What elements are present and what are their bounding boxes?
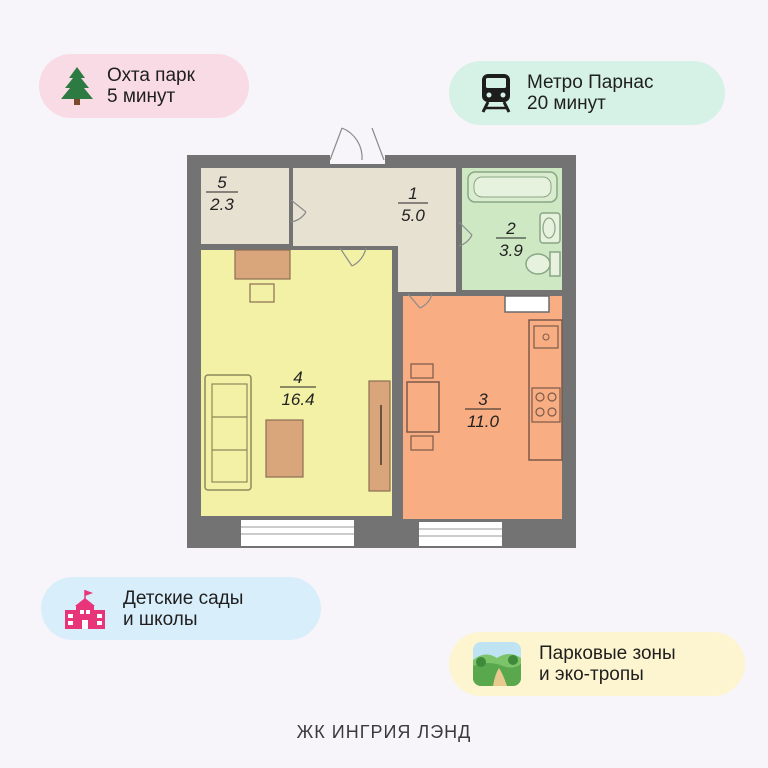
complex-name-title: ЖК ИНГРИЯ ЛЭНД <box>296 722 472 742</box>
school-building-icon <box>63 588 107 630</box>
room-area-5: 2.3 <box>209 195 234 214</box>
bathtub <box>467 171 558 203</box>
room-number-4: 4 <box>293 368 302 387</box>
room-number-2: 2 <box>505 219 516 238</box>
room-number-3: 3 <box>478 390 488 409</box>
room-5-storage <box>201 168 289 244</box>
schools-label-line1: Детские сады <box>123 587 244 609</box>
desk-with-chair <box>234 249 291 303</box>
room-label-4: 4 16.4 <box>280 368 316 409</box>
metro-parnas-badge: Метро Парнас 20 минут <box>449 61 725 125</box>
door-swings <box>290 127 473 309</box>
park-path-icon <box>473 642 521 686</box>
dining-table <box>406 363 440 451</box>
kitchen-counter <box>528 319 563 461</box>
pine-tree-icon <box>59 65 95 107</box>
room-area-1: 5.0 <box>401 206 425 225</box>
metro-parnas-label: Метро Парнас <box>527 72 654 93</box>
room-area-4: 16.4 <box>281 390 314 409</box>
room-label-1: 1 5.0 <box>398 184 428 225</box>
parks-badge: Парковые зоны и эко-тропы <box>449 632 745 696</box>
schools-label-line2: и школы <box>123 608 198 630</box>
sofa <box>204 374 252 491</box>
room-1-hallway-lower <box>398 244 456 292</box>
room-area-3: 11.0 <box>467 412 499 431</box>
kitchen-window <box>419 522 502 546</box>
parks-label-line2: и эко-тропы <box>539 664 644 685</box>
schools-badge: Детские сады и школы <box>41 577 321 640</box>
room-label-3: 3 11.0 <box>465 390 501 431</box>
room-number-1: 1 <box>408 184 417 203</box>
sink <box>539 212 561 244</box>
parks-label-line1: Парковые зоны <box>539 643 676 664</box>
living-room-window <box>241 520 354 546</box>
room-number-5: 5 <box>217 173 227 192</box>
tv-cabinet <box>368 380 391 492</box>
fridge <box>504 295 550 313</box>
room-label-5: 5 2.3 <box>206 173 238 214</box>
coffee-table <box>265 419 304 478</box>
stove <box>531 387 561 423</box>
okhta-park-label: Охта парк <box>107 65 195 86</box>
room-1-hallway <box>293 168 456 246</box>
metro-parnas-time: 20 минут <box>527 93 606 114</box>
okhta-park-time: 5 минут <box>107 86 176 107</box>
metro-train-icon <box>479 72 513 114</box>
toilet <box>525 251 561 277</box>
room-label-2: 2 3.9 <box>496 219 526 260</box>
room-area-2: 3.9 <box>499 241 523 260</box>
okhta-park-badge: Охта парк 5 минут <box>39 54 249 118</box>
